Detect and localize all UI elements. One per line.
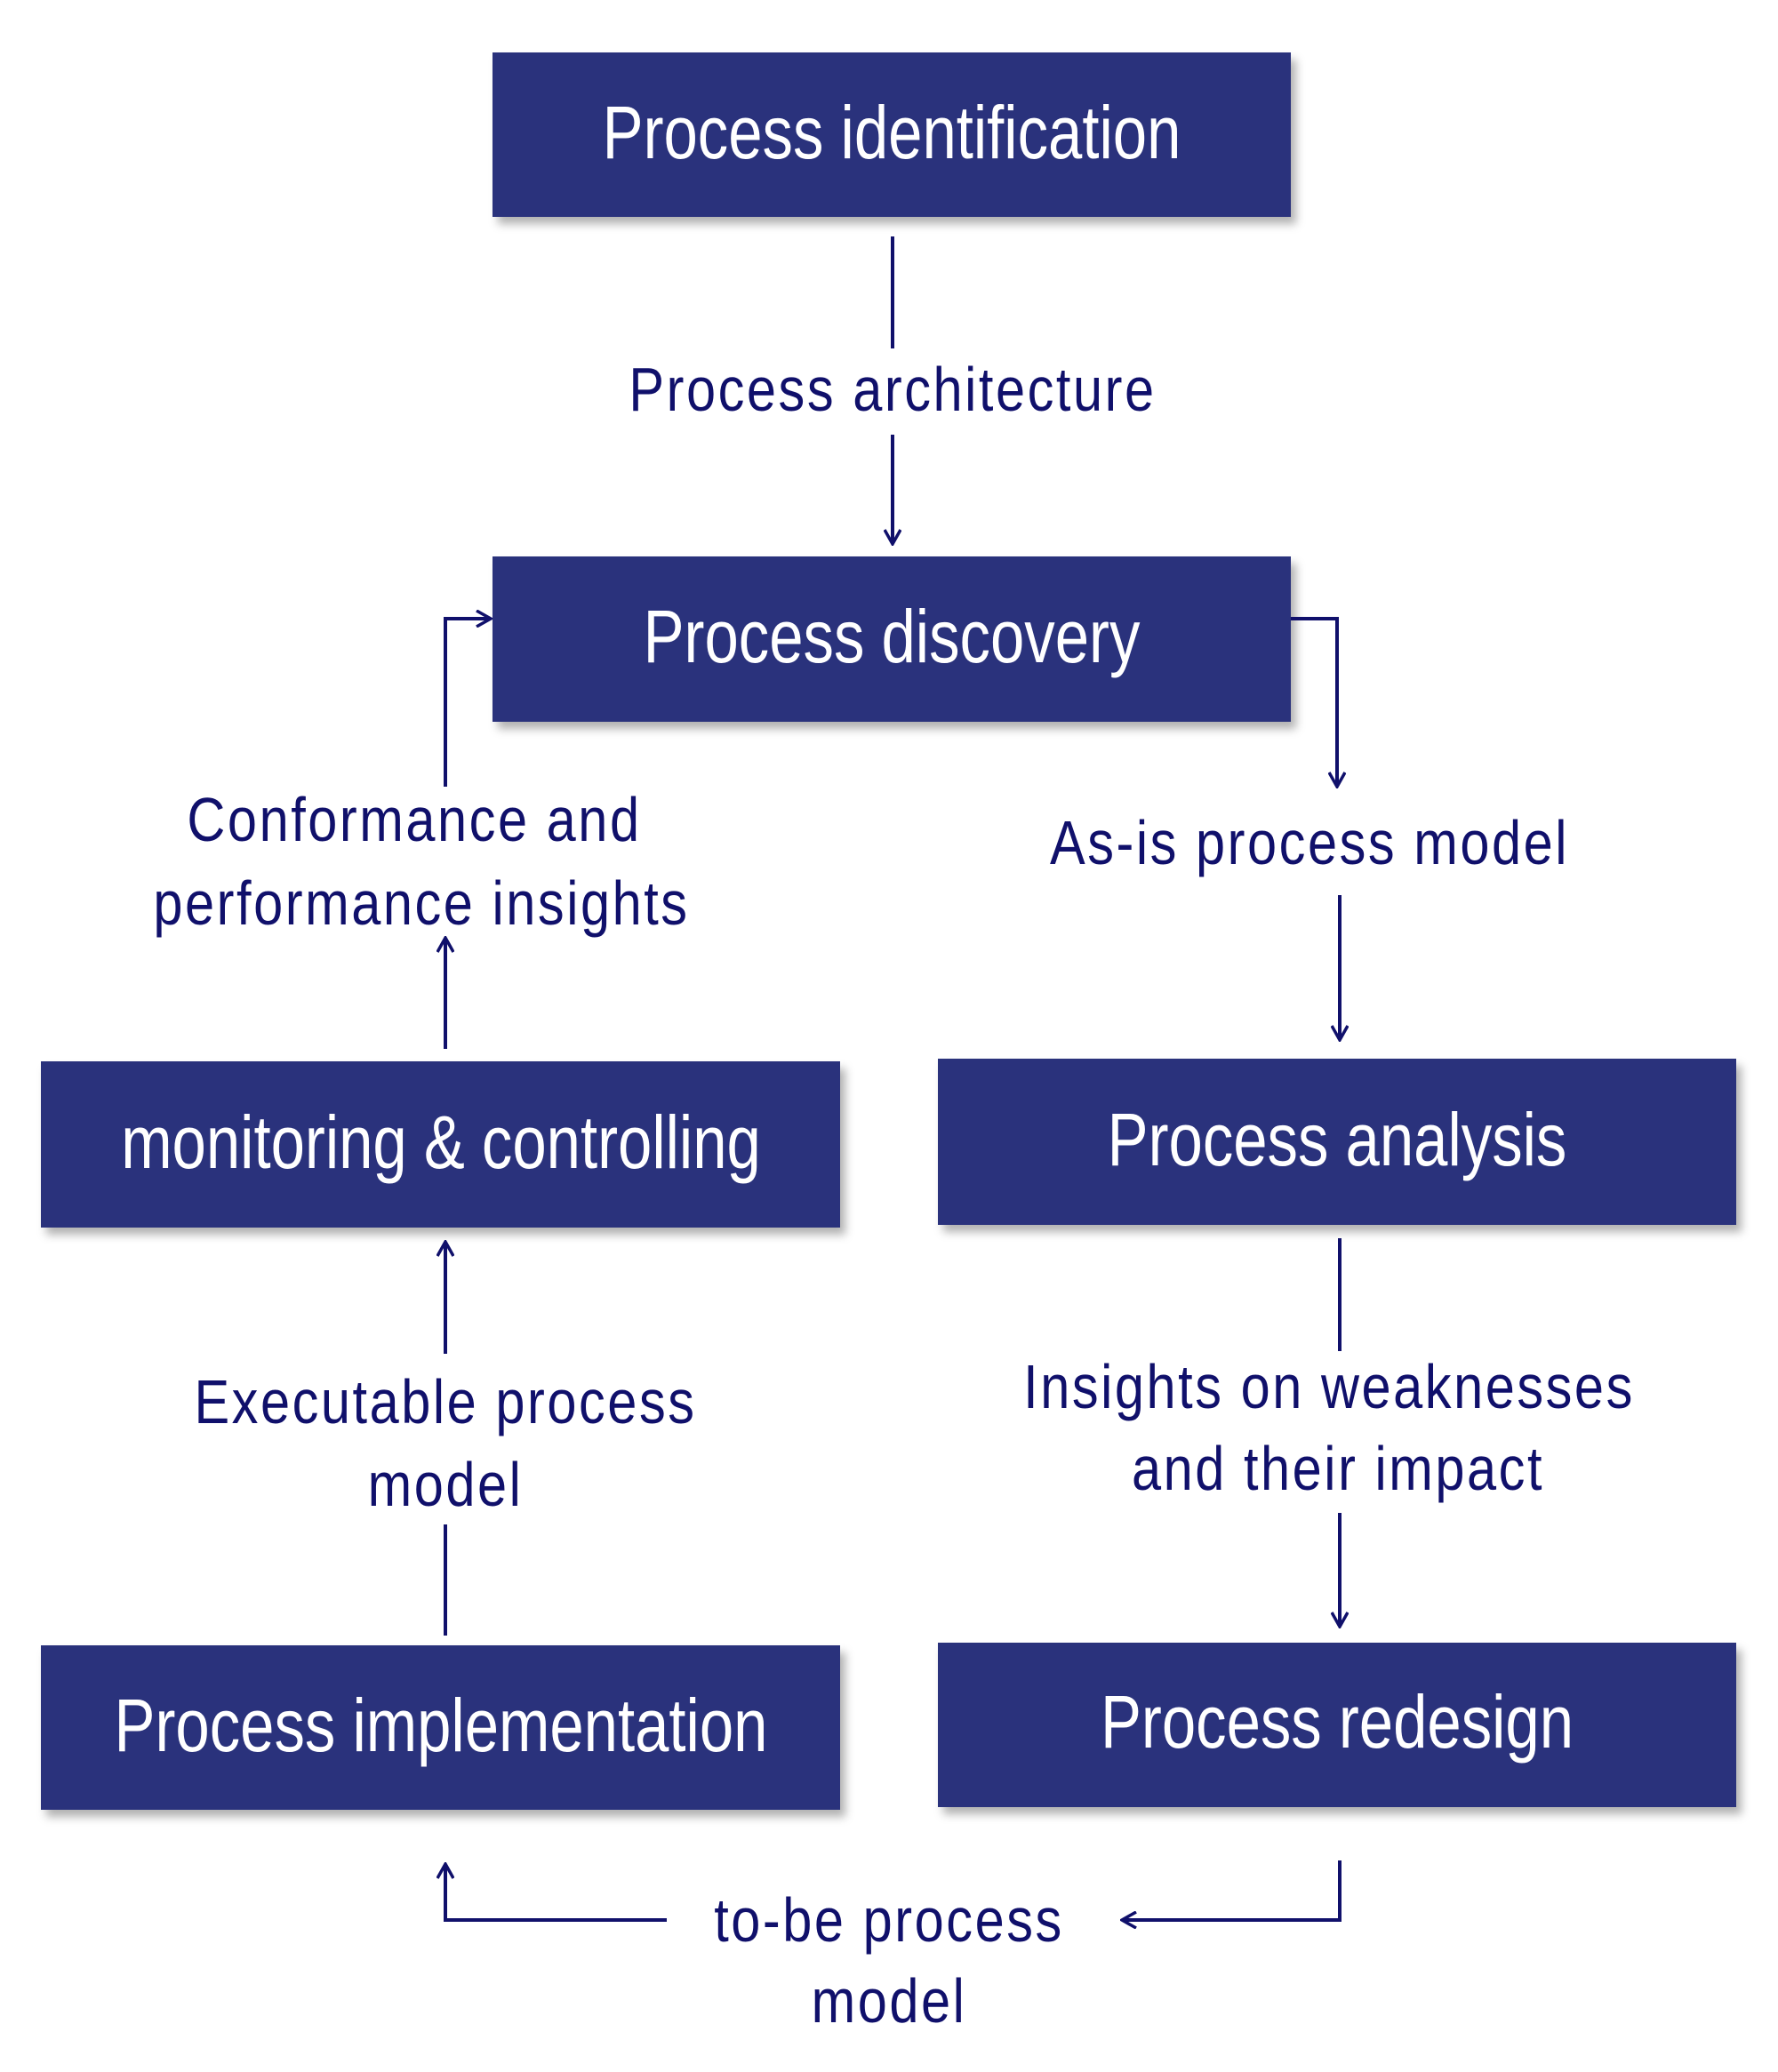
label-insights-line2: and their impact (1132, 1433, 1544, 1503)
box-process-analysis: Process analysis (938, 1059, 1736, 1225)
arrow-to-implementation (445, 1864, 667, 1922)
label-to-be-line1: to-be process (714, 1884, 1064, 1955)
arrow-back-to-discovery (444, 619, 491, 787)
label-to-be-line2: model (812, 1965, 967, 2036)
box-monitoring-controlling: monitoring & controlling (41, 1061, 840, 1228)
box-label: monitoring & controlling (121, 1101, 761, 1185)
label-as-is-process-model: As-is process model (1050, 807, 1569, 877)
box-process-implementation: Process implementation (41, 1645, 840, 1810)
box-label: Process implementation (115, 1684, 768, 1768)
box-label: Process analysis (1108, 1099, 1567, 1182)
box-process-discovery: Process discovery (493, 556, 1291, 722)
box-process-identification: Process identification (493, 52, 1291, 217)
box-label: Process redesign (1101, 1681, 1574, 1764)
label-conformance-line1: Conformance and (187, 784, 641, 854)
label-executable-line2: model (368, 1449, 524, 1519)
arrow-redesign-out (1122, 1860, 1342, 1920)
label-process-architecture: Process architecture (629, 354, 1156, 424)
label-insights-line1: Insights on weaknesses (1023, 1351, 1635, 1421)
box-label: Process identification (603, 92, 1181, 175)
box-process-redesign: Process redesign (938, 1643, 1736, 1807)
label-executable-line1: Executable process (194, 1366, 696, 1436)
arrow-discovery-out (1291, 617, 1337, 787)
label-conformance-line2: performance insights (153, 868, 689, 938)
box-label: Process discovery (644, 596, 1141, 679)
